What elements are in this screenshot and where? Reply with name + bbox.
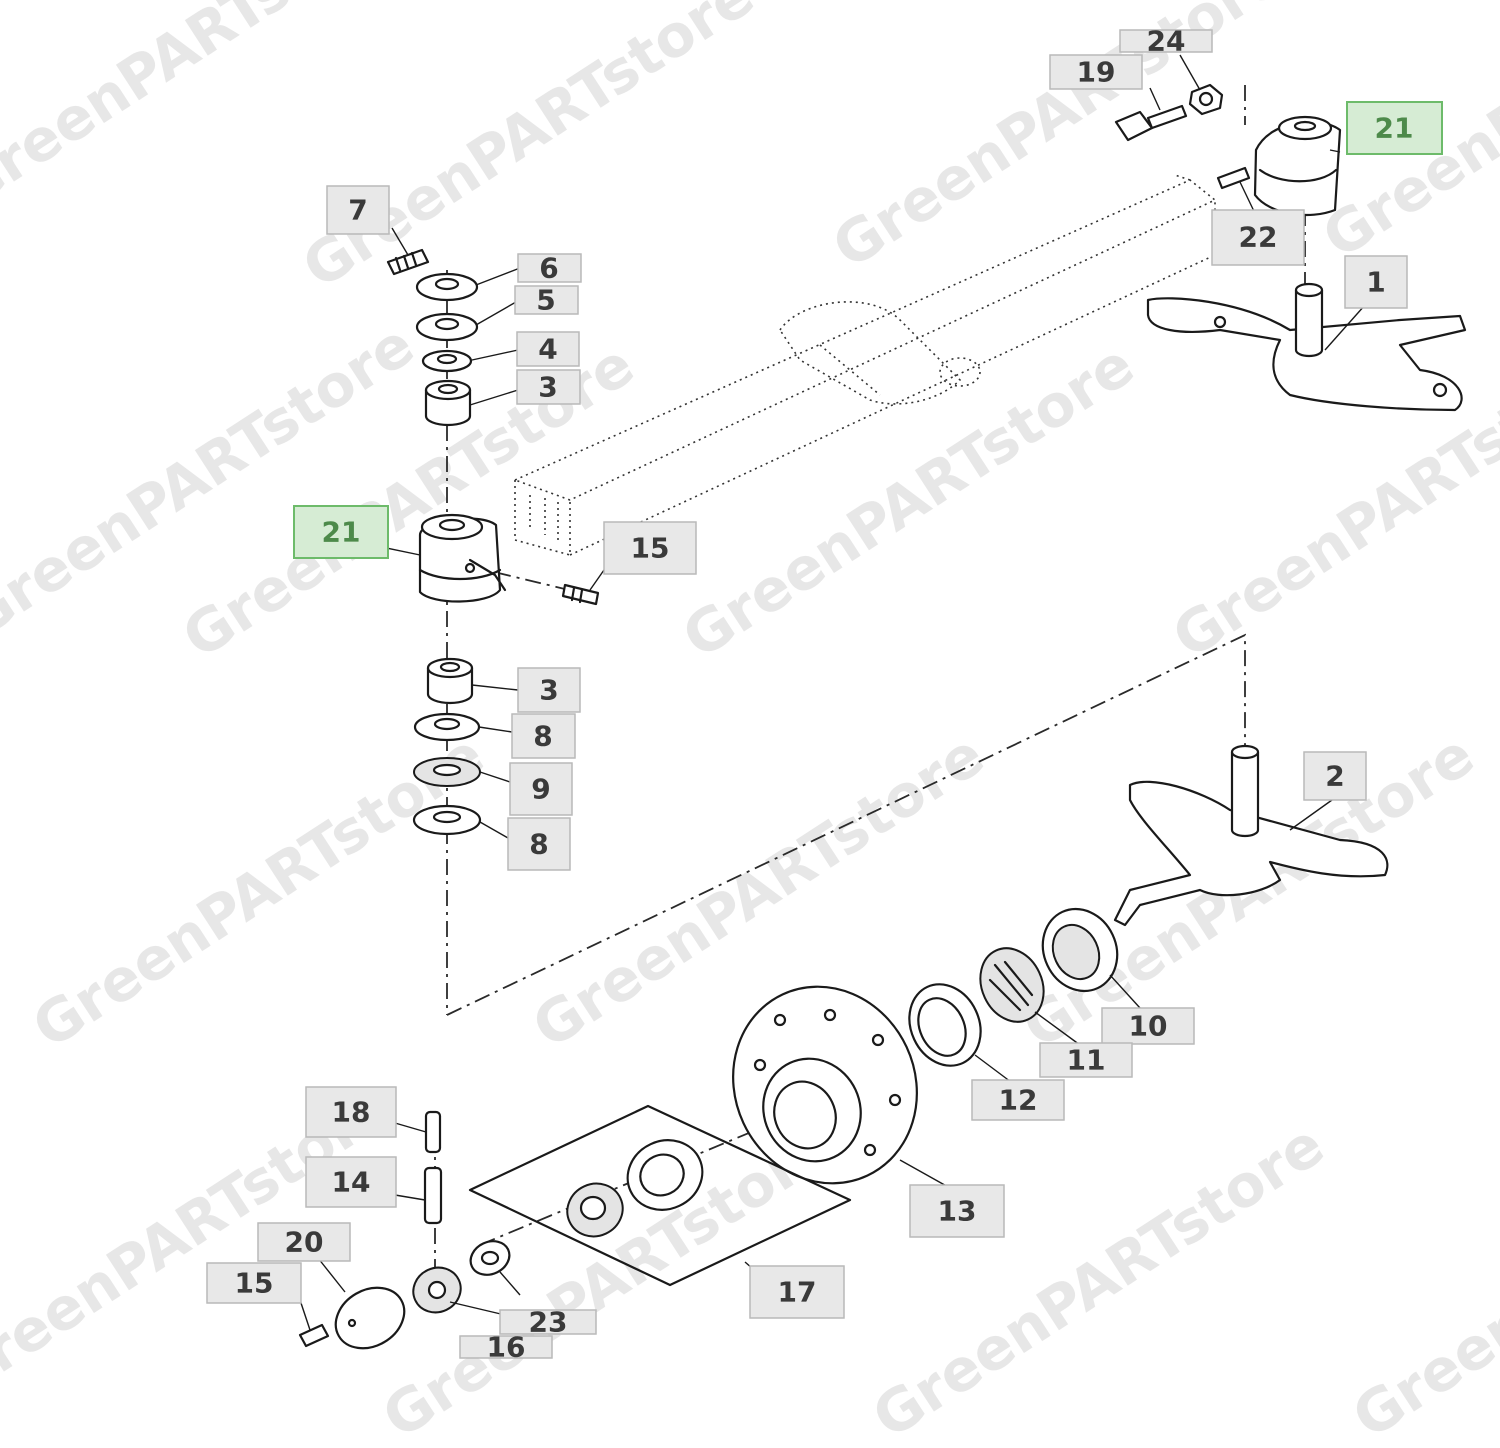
callout-15-upper[interactable]: 15 <box>603 521 697 575</box>
callout-1[interactable]: 1 <box>1344 255 1408 309</box>
svg-text:3: 3 <box>538 371 557 404</box>
svg-text:5: 5 <box>536 284 555 317</box>
callout-8-lower[interactable]: 8 <box>507 817 571 871</box>
svg-text:15: 15 <box>631 532 670 565</box>
svg-text:16: 16 <box>487 1331 526 1364</box>
washer-8-lower <box>412 804 482 836</box>
bushing-3-upper <box>424 379 472 427</box>
seal-12 <box>908 983 982 1067</box>
callout-22[interactable]: 22 <box>1211 209 1305 266</box>
callout-20[interactable]: 20 <box>257 1222 351 1262</box>
callout-3-upper[interactable]: 3 <box>516 369 581 405</box>
callout-3-lower[interactable]: 3 <box>517 667 581 713</box>
callout-23[interactable]: 24 <box>1119 25 1213 58</box>
svg-text:7: 7 <box>348 194 367 227</box>
svg-text:2: 2 <box>1325 760 1344 793</box>
callout-5[interactable]: 5 <box>514 284 579 317</box>
pin-14 <box>423 1166 443 1225</box>
callout-10[interactable]: 10 <box>1101 1007 1195 1045</box>
hub-cap-20 <box>334 1286 406 1350</box>
svg-text:1: 1 <box>1366 266 1385 299</box>
callout-4[interactable]: 4 <box>516 331 580 367</box>
svg-text:13: 13 <box>938 1195 977 1228</box>
callout-6[interactable]: 6 <box>517 252 582 285</box>
bushing-3-lower <box>426 657 474 705</box>
svg-text:10: 10 <box>1129 1010 1168 1043</box>
callout-2[interactable]: 2 <box>1303 751 1367 801</box>
svg-text:17: 17 <box>778 1276 817 1309</box>
washer-4 <box>421 349 473 373</box>
callout-8-upper[interactable]: 8 <box>511 713 576 759</box>
svg-text:12: 12 <box>999 1084 1038 1117</box>
callout-9[interactable]: 9 <box>509 762 573 816</box>
callout-13[interactable]: 13 <box>909 1184 1005 1238</box>
axle-beam <box>512 174 1217 557</box>
svg-text:8: 8 <box>533 720 552 753</box>
spring-pin-7 <box>386 248 430 276</box>
bolt-22 <box>1216 166 1251 190</box>
washer-5 <box>415 312 479 342</box>
callout-21-right[interactable]: 21 <box>1346 101 1443 155</box>
callout-labels: 24 19 21 22 1 7 6 5 4 3 21 15 3 8 9 8 2 … <box>206 25 1443 1364</box>
pin-17 <box>424 1110 442 1154</box>
callout-15-lower[interactable]: 15 <box>206 1262 302 1304</box>
nut-23 <box>1188 83 1224 116</box>
svg-text:11: 11 <box>1067 1044 1106 1077</box>
svg-text:3: 3 <box>539 674 558 707</box>
castle-nut-19 <box>412 1266 462 1314</box>
bearing-race-11 <box>979 947 1045 1023</box>
washer-6 <box>415 272 479 302</box>
watermark: GreenPARTstore <box>861 1110 1336 1448</box>
pivot-bracket-21-left <box>418 513 507 603</box>
callout-12[interactable]: 12 <box>971 1079 1065 1121</box>
bearing-10 <box>1041 907 1119 993</box>
svg-text:19: 19 <box>1077 56 1116 89</box>
svg-text:24: 24 <box>1147 25 1186 58</box>
washer-8-upper <box>413 712 481 742</box>
svg-text:6: 6 <box>539 252 558 285</box>
steering-knuckle-2 <box>1113 744 1389 927</box>
callout-14[interactable]: 14 <box>305 1156 397 1208</box>
callout-19[interactable]: 16 <box>459 1331 553 1364</box>
pivot-bracket-21-right <box>1253 115 1342 217</box>
bearing-kit-16 <box>468 1104 852 1287</box>
thrust-bearing-9 <box>413 757 481 787</box>
svg-text:21: 21 <box>322 516 361 549</box>
svg-text:14: 14 <box>332 1166 371 1199</box>
svg-text:20: 20 <box>285 1226 324 1259</box>
svg-text:15: 15 <box>235 1267 274 1300</box>
svg-text:18: 18 <box>332 1096 371 1129</box>
callout-7[interactable]: 7 <box>326 185 390 235</box>
washer-24 <box>469 1240 511 1276</box>
svg-text:23: 23 <box>529 1306 568 1339</box>
wheel-hub-13 <box>732 985 918 1185</box>
callout-24[interactable]: 23 <box>499 1306 597 1339</box>
grease-fitting-15 <box>298 1323 330 1348</box>
svg-text:21: 21 <box>1375 112 1414 145</box>
bolt-15-upper <box>561 583 600 606</box>
callout-18[interactable]: 19 <box>1049 54 1143 90</box>
svg-text:4: 4 <box>538 333 557 366</box>
callout-17[interactable]: 18 <box>305 1086 397 1138</box>
steering-knuckle-1 <box>1146 282 1467 412</box>
callout-21-left[interactable]: 21 <box>293 505 389 559</box>
bolt-18 <box>1114 104 1188 142</box>
callout-16[interactable]: 17 <box>749 1265 845 1319</box>
svg-text:22: 22 <box>1239 221 1278 254</box>
callout-11[interactable]: 11 <box>1039 1042 1133 1078</box>
watermark: GreenPARTstore <box>671 330 1146 671</box>
svg-text:8: 8 <box>529 828 548 861</box>
watermark: GreenPARTstore <box>1341 1110 1500 1448</box>
svg-text:9: 9 <box>531 773 550 806</box>
